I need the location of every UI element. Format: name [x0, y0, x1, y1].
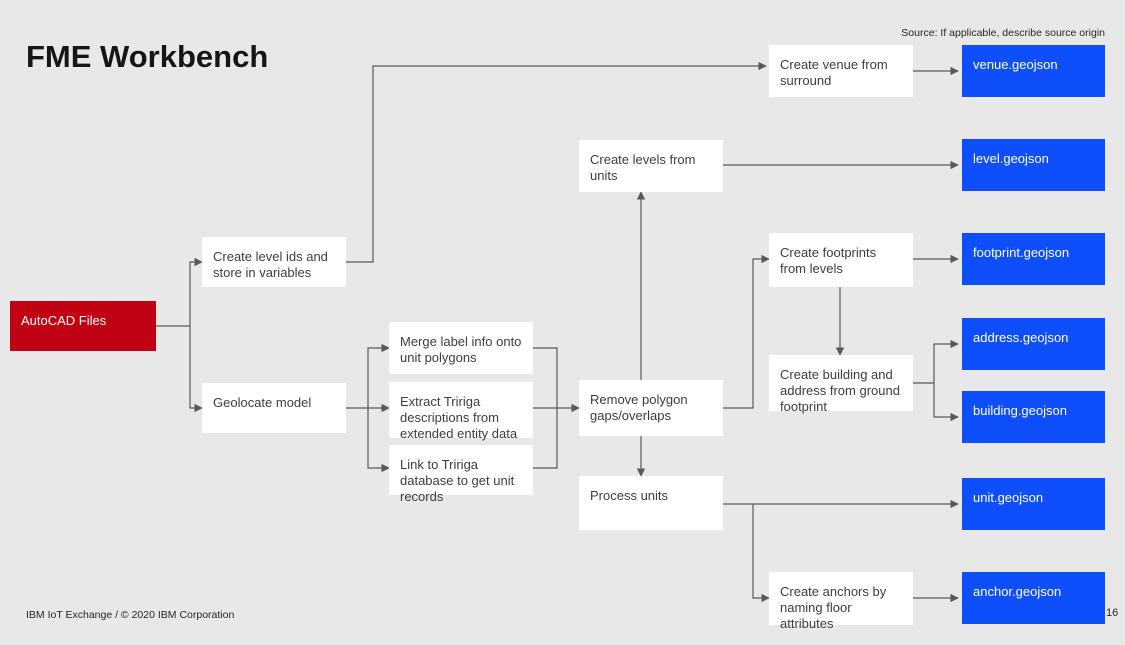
- node-unit-geojson[interactable]: unit.geojson: [962, 478, 1105, 530]
- node-label: Create building and address from ground …: [780, 367, 900, 414]
- node-footprint-geojson[interactable]: footprint.geojson: [962, 233, 1105, 285]
- node-label: building.geojson: [973, 403, 1067, 418]
- node-label: Create venue from surround: [780, 57, 888, 88]
- node-label: Extract Tririga descriptions from extend…: [400, 394, 518, 441]
- node-venue-geojson[interactable]: venue.geojson: [962, 45, 1105, 97]
- node-label: address.geojson: [973, 330, 1069, 345]
- node-link-tririga[interactable]: Link to Tririga database to get unit rec…: [389, 445, 533, 504]
- source-note: Source: If applicable, describe source o…: [901, 27, 1105, 39]
- node-label: Merge label info onto unit polygons: [400, 334, 522, 365]
- node-label: Remove polygon gaps/overlaps: [590, 392, 688, 423]
- node-autocad-files[interactable]: AutoCAD Files: [10, 301, 156, 351]
- node-label: anchor.geojson: [973, 584, 1062, 599]
- node-label: AutoCAD Files: [21, 313, 107, 328]
- node-building-geojson[interactable]: building.geojson: [962, 391, 1105, 443]
- node-address-geojson[interactable]: address.geojson: [962, 318, 1105, 370]
- node-anchor-geojson[interactable]: anchor.geojson: [962, 572, 1105, 624]
- node-label: Create anchors by naming floor attribute…: [780, 584, 887, 631]
- page-title: FME Workbench: [26, 38, 269, 74]
- page-number: 16: [1106, 607, 1119, 619]
- node-label: Link to Tririga database to get unit rec…: [400, 457, 515, 504]
- node-label: Process units: [590, 488, 669, 503]
- node-remove-polygon-gaps[interactable]: Remove polygon gaps/overlaps: [579, 380, 723, 436]
- node-label: venue.geojson: [973, 57, 1058, 72]
- node-label: unit.geojson: [973, 490, 1044, 505]
- node-create-venue[interactable]: Create venue from surround: [769, 45, 913, 97]
- node-create-building-address[interactable]: Create building and address from ground …: [769, 355, 913, 414]
- node-label: Create level ids and store in variables: [213, 249, 328, 280]
- node-create-anchors[interactable]: Create anchors by naming floor attribute…: [769, 572, 913, 631]
- node-label: level.geojson: [973, 151, 1049, 166]
- node-create-level-ids[interactable]: Create level ids and store in variables: [202, 237, 346, 287]
- node-create-footprints[interactable]: Create footprints from levels: [769, 233, 913, 287]
- node-label: footprint.geojson: [973, 245, 1070, 260]
- footer-text: IBM IoT Exchange / © 2020 IBM Corporatio…: [26, 609, 235, 621]
- node-geolocate-model[interactable]: Geolocate model: [202, 383, 346, 433]
- node-label: Geolocate model: [213, 395, 312, 410]
- node-create-levels-from-units[interactable]: Create levels from units: [579, 140, 723, 192]
- node-merge-label-info[interactable]: Merge label info onto unit polygons: [389, 322, 533, 374]
- node-process-units[interactable]: Process units: [579, 476, 723, 530]
- node-label: Create footprints from levels: [780, 245, 877, 276]
- node-extract-tririga[interactable]: Extract Tririga descriptions from extend…: [389, 382, 533, 441]
- node-level-geojson[interactable]: level.geojson: [962, 139, 1105, 191]
- node-label: Create levels from units: [590, 152, 696, 183]
